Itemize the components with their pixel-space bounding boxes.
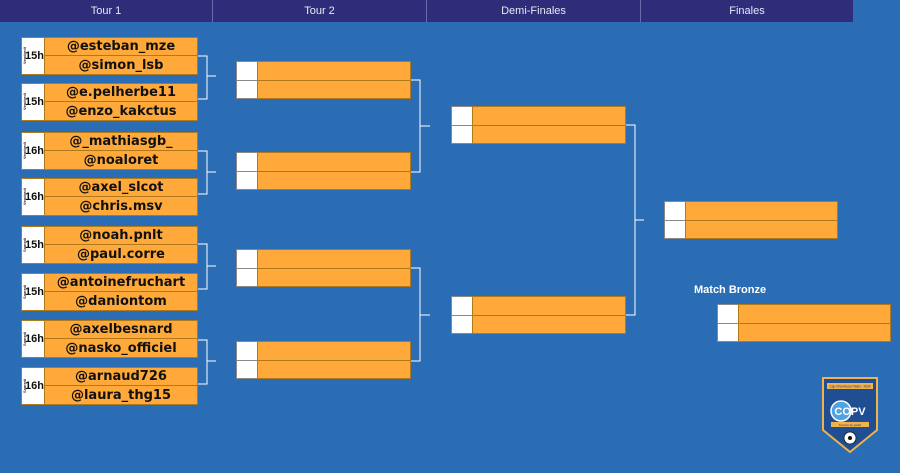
club-logo: Cap Chevreuse Padel - 2024 COPV Tournoi … [822,377,878,454]
match-time: 15h [25,286,44,298]
logo-mark: COPV [834,406,866,418]
player-slot[interactable]: @esteban_mze [45,38,197,56]
logo-top-text: Cap Chevreuse Padel - 2024 [829,385,870,389]
player-slot[interactable]: @enzo_kakctus [65,103,177,119]
final-match[interactable] [664,201,838,239]
player-slot[interactable]: @noah.pnlt [45,227,197,245]
round-tab-finals: Finales [729,5,765,17]
player-slot[interactable]: @e.pelherbe11 [45,84,197,102]
bronze-match-label: Match Bronze [694,284,767,296]
round-tab-tour1: Tour 1 [0,0,213,22]
player-slot[interactable]: @axelbesnard [45,321,197,339]
player-slot[interactable]: @nasko_officiel [65,340,177,356]
match-time: 16h [25,145,44,157]
bronze-match[interactable] [717,304,891,342]
match-players: @axel_slcot@chris.msv [44,178,198,216]
player-slot[interactable]: @laura_thg15 [70,387,172,403]
match-time: 16h [25,380,44,392]
player-slot[interactable]: @paul.corre [76,246,165,262]
match-players: @antoinefruchart@daniontom [44,273,198,311]
player-slot[interactable]: @chris.msv [79,198,163,214]
match-time: 16h [25,191,44,203]
rounds-header: Tour 1 Tour 2 Demi-Finales Finales [0,0,853,22]
match-players: @e.pelherbe11@enzo_kakctus [44,83,198,121]
tour2-match-2[interactable] [236,152,411,190]
match-players: @_mathiasgb_@noaloret [44,132,198,170]
match-players: @esteban_mze@simon_lsb [44,37,198,75]
round-tab-tour2: Tour 2 [213,0,427,22]
match-time: 15h [25,239,44,251]
player-slot[interactable]: @simon_lsb [78,57,164,73]
logo-bottom-text: Tournoi de padel [839,423,862,427]
semifinal-match-1[interactable] [451,106,626,144]
match-players: @axelbesnard@nasko_officiel [44,320,198,358]
player-slot[interactable]: @daniontom [75,293,167,309]
player-slot[interactable]: @noaloret [83,152,159,168]
match-time: 15h [25,96,44,108]
tour2-match-3[interactable] [236,249,411,287]
match-players: @arnaud726@laura_thg15 [44,367,198,405]
match-time: 16h [25,333,44,345]
match-players: @noah.pnlt@paul.corre [44,226,198,264]
player-slot[interactable]: @_mathiasgb_ [45,133,197,151]
tour2-match-1[interactable] [236,61,411,99]
tour2-match-4[interactable] [236,341,411,379]
player-slot[interactable]: @arnaud726 [45,368,197,386]
player-slot[interactable]: @axel_slcot [45,179,197,197]
semifinal-match-2[interactable] [451,296,626,334]
round-tab-semifinals: Demi-Finales [427,0,641,22]
match-time: 15h [25,50,44,62]
player-slot[interactable]: @antoinefruchart [45,274,197,292]
